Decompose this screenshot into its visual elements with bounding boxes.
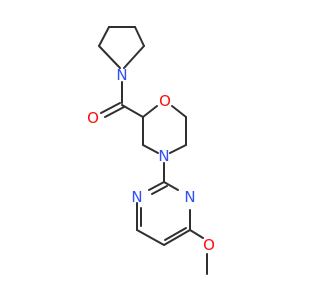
bond <box>169 144 187 154</box>
bond <box>104 106 125 118</box>
bond <box>98 45 121 69</box>
bond <box>100 102 121 114</box>
bond <box>164 227 187 241</box>
bond <box>123 45 145 69</box>
bond <box>142 144 159 154</box>
bond <box>148 181 165 191</box>
morpholine-nitrogen-label: N <box>158 147 169 165</box>
bond <box>163 229 191 246</box>
morpholine-oxygen-label: O <box>159 92 171 110</box>
canvas-background <box>0 0 300 300</box>
bond <box>171 105 187 118</box>
carbonyl-oxygen-label: O <box>87 109 99 127</box>
bonds <box>98 26 208 275</box>
bond <box>134 26 145 47</box>
bond <box>98 26 110 47</box>
bond <box>163 181 179 191</box>
bond <box>142 105 158 118</box>
bond <box>189 229 204 239</box>
bond <box>136 229 165 246</box>
methoxy-oxygen-label: O <box>203 236 215 254</box>
pyrimidine-nitrogen-label: N <box>131 188 142 206</box>
atom-labels: N O O N N N O <box>87 66 215 254</box>
bond <box>121 104 144 118</box>
bond <box>151 185 168 195</box>
molecule-structure: N O O N N N O <box>0 0 300 300</box>
pyrimidine-nitrogen-label: N <box>184 188 195 206</box>
pyrrolidine-nitrogen-label: N <box>116 66 127 84</box>
